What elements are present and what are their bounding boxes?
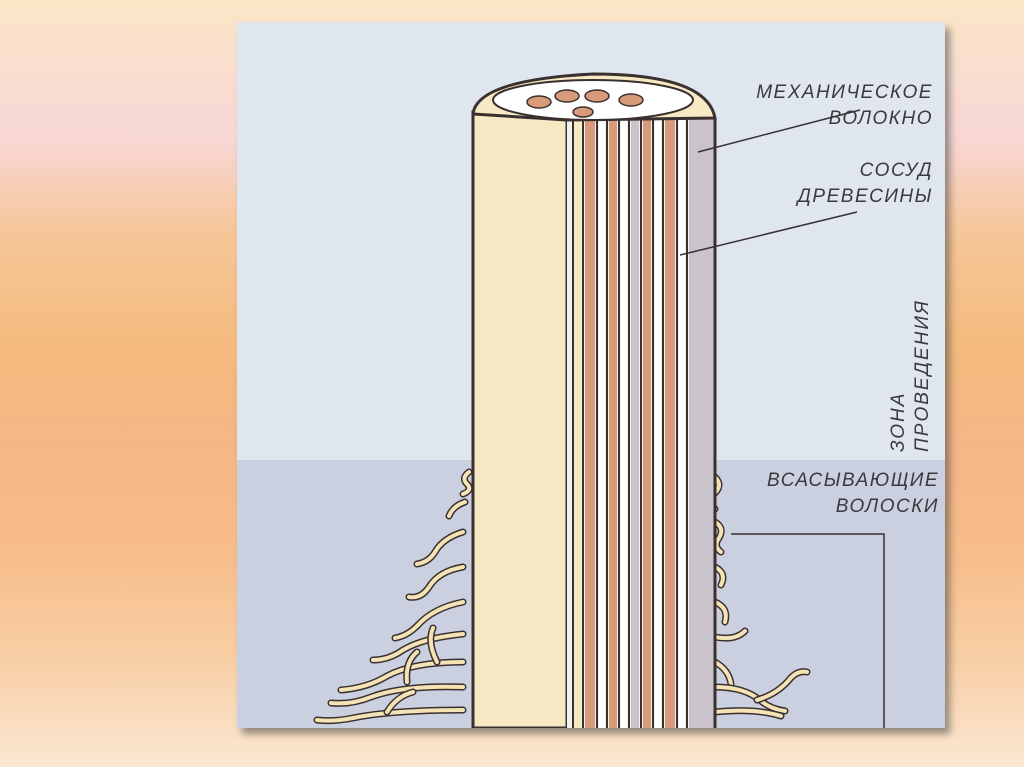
label-conduction-zone-line2: ПРОВЕДЕНИЯ: [911, 299, 935, 452]
label-root-hairs-line1: ВСАСЫВАЮЩИЕ: [713, 468, 939, 494]
label-root-hairs: ВСАСЫВАЮЩИЕ ВОЛОСКИ: [713, 468, 939, 520]
label-root-hairs-line2: ВОЛОСКИ: [713, 494, 939, 520]
label-mechanical-fiber: МЕХАНИЧЕСКОЕ ВОЛОКНО: [723, 80, 933, 132]
label-xylem-vessel-line1: СОСУД: [723, 158, 933, 184]
root-interior: [567, 118, 715, 728]
label-conduction-zone: ЗОНА ПРОВЕДЕНИЯ: [887, 299, 935, 452]
xylem-vessel-strip: [609, 118, 617, 728]
slide-frame: МЕХАНИЧЕСКОЕ ВОЛОКНО СОСУД ДРЕВЕСИНЫ ЗОН…: [237, 22, 945, 728]
mechanical-fiber-strip: [689, 118, 715, 728]
label-mechanical-fiber-line2: ВОЛОКНО: [723, 106, 933, 132]
xylem-vessel-strip: [643, 118, 651, 728]
label-conduction-zone-line1: ЗОНА: [887, 299, 911, 452]
label-xylem-vessel: СОСУД ДРЕВЕСИНЫ: [723, 158, 933, 210]
label-mechanical-fiber-line1: МЕХАНИЧЕСКОЕ: [723, 80, 933, 106]
xylem-vessel-strip: [665, 118, 675, 728]
root-outer-layer: [473, 112, 567, 728]
xylem-vessel-strip: [585, 118, 595, 728]
label-xylem-vessel-line2: ДРЕВЕСИНЫ: [723, 184, 933, 210]
